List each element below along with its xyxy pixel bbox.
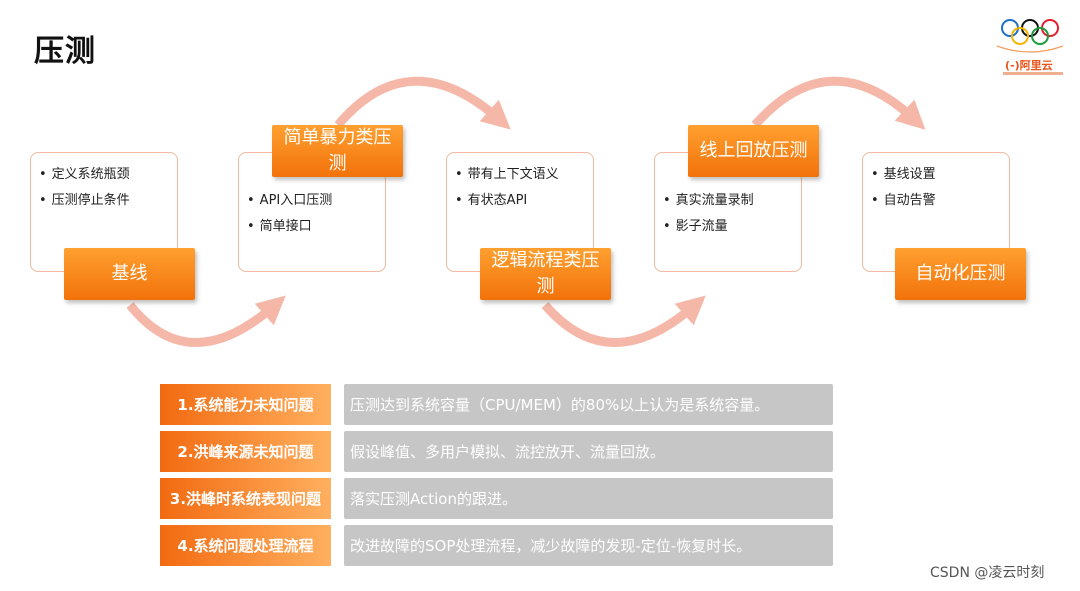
problem-label-4: 4.系统问题处理流程 [160,525,331,566]
problem-answer-3: 落实压测Action的跟进。 [344,478,833,519]
stage-item: 自动告警 [871,189,936,208]
arrow-2 [334,76,511,130]
problem-label-1: 1.系统能力未知问题 [160,384,331,425]
problem-answer-1: 压测达到系统容量（CPU/MEM）的80%以上认为是系统容量。 [344,384,833,425]
stage-item: 简单接口 [247,215,332,234]
logo-slogan-line [1003,72,1063,75]
stage-item: 带有上下文语义 [455,163,559,182]
stage-label-baseline: 基线 [64,248,195,300]
stage-item: 压测停止条件 [39,189,130,208]
stage-label-replay: 线上回放压测 [688,125,819,177]
arrow-1 [126,295,286,347]
stage-item: 有状态API [455,189,559,208]
stage-label-auto: 自动化压测 [895,248,1026,300]
problem-answer-2: 假设峰值、多用户模拟、流控放开、流量回放。 [344,431,833,472]
stage-item: 真实流量录制 [663,189,754,208]
stage-item: 定义系统瓶颈 [39,163,130,182]
arrow-3 [541,295,706,347]
stage-item: API入口压测 [247,189,333,208]
arrow-4 [751,76,926,130]
stage-label-logic: 逻辑流程类压测 [480,248,611,300]
stage-item: 影子流量 [663,215,754,234]
watermark: CSDN @凌云时刻 [930,565,1045,581]
aliyun-logo-text: (-)阿里云 [1005,59,1053,72]
problem-label-2: 2.洪峰来源未知问题 [160,431,331,472]
page-title: 压测 [34,34,96,69]
problem-answer-4: 改进故障的SOP处理流程，减少故障的发现-定位-恢复时长。 [344,525,833,566]
olympic-rings-logo-icon [996,19,1064,53]
stage-label-simple: 简单暴力类压测 [272,125,403,177]
stage-item: 基线设置 [871,163,936,182]
problem-label-3: 3.洪峰时系统表现问题 [160,478,331,519]
